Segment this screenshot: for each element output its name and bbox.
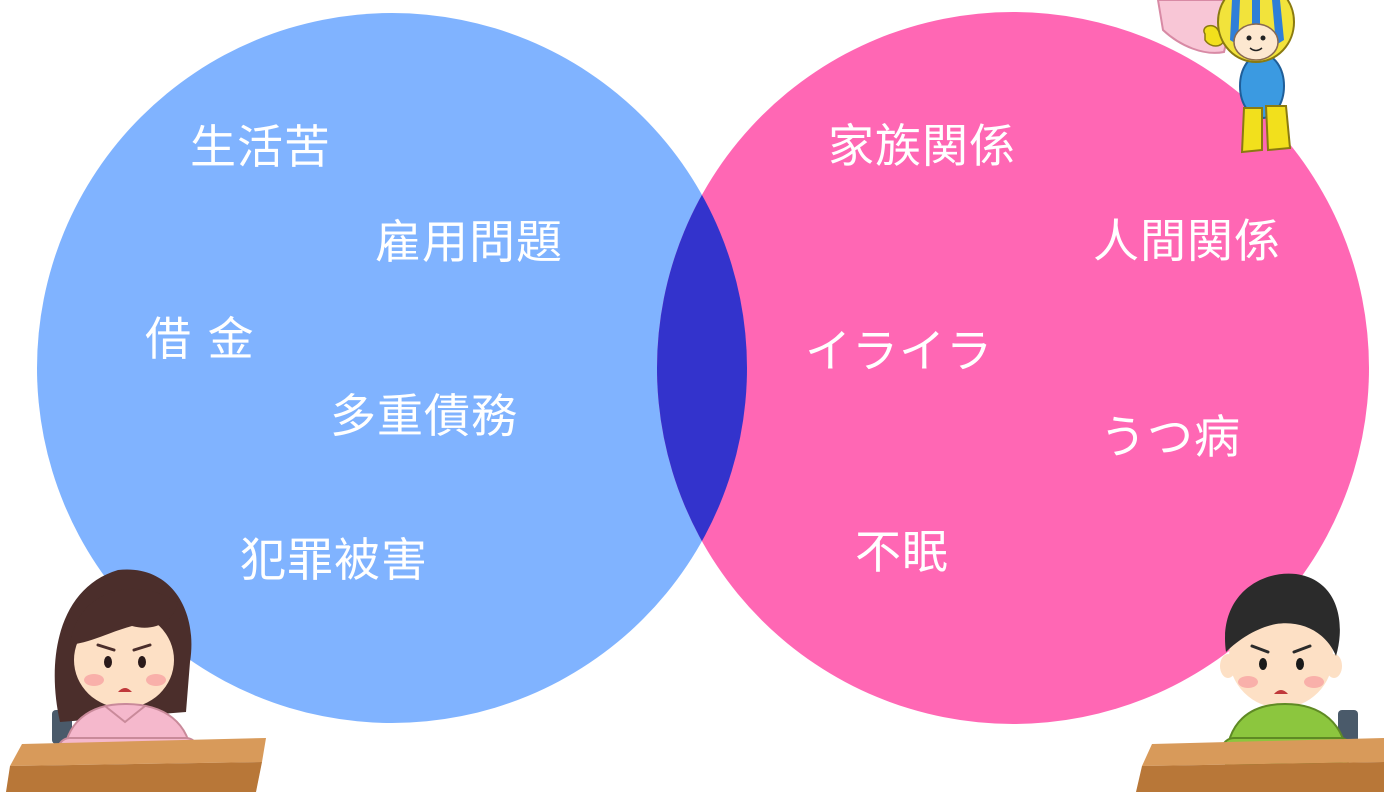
woman-left-eye xyxy=(104,656,112,668)
left-label-employment: 雇用問題 xyxy=(375,215,563,269)
left-circle xyxy=(37,13,747,723)
right-label-insomnia: 不眠 xyxy=(855,525,949,579)
boy-right-eye xyxy=(1296,658,1304,670)
boy-hair xyxy=(1225,573,1340,656)
left-label-debt: 借 金 xyxy=(145,312,255,366)
boy-chair-back xyxy=(1338,710,1358,744)
woman-collar xyxy=(104,705,146,724)
left-label-living-hardship: 生活苦 xyxy=(190,120,331,174)
left-label-multiple-debt: 多重債務 xyxy=(330,389,518,443)
mascot-left-eye xyxy=(1246,35,1252,41)
woman-left-brow xyxy=(96,643,116,652)
worried-woman-icon xyxy=(6,569,266,792)
worried-boy-icon xyxy=(1136,573,1384,792)
boy-desk-front xyxy=(1136,762,1384,792)
boy-mouth xyxy=(1274,690,1288,694)
left-label-crime-victim: 犯罪被害 xyxy=(240,533,428,587)
mascot-face xyxy=(1233,23,1279,61)
right-label-irritation: イライラ xyxy=(805,324,993,378)
woman-desk-front xyxy=(6,762,262,792)
woman-left-cheek xyxy=(84,674,104,686)
boy-right-brow xyxy=(1292,644,1312,654)
woman-mouth xyxy=(118,688,132,692)
mascot-mouth xyxy=(1249,47,1263,52)
right-label-family: 家族関係 xyxy=(828,119,1016,173)
woman-right-eye xyxy=(138,656,146,668)
right-circle xyxy=(657,12,1369,724)
boy-left-eye xyxy=(1259,658,1267,670)
woman-right-cheek xyxy=(146,674,166,686)
right-label-depression: うつ病 xyxy=(1100,410,1241,464)
woman-bangs xyxy=(70,588,178,645)
boy-left-brow xyxy=(1250,644,1270,654)
mascot-right-boot xyxy=(1264,105,1292,152)
boy-right-cheek xyxy=(1304,676,1324,688)
mascot-left-boot xyxy=(1240,107,1263,154)
mascot-right-eye xyxy=(1260,35,1266,41)
boy-left-cheek xyxy=(1238,676,1258,688)
right-label-relationships: 人間関係 xyxy=(1093,214,1281,268)
woman-right-brow xyxy=(132,643,152,652)
mascot-icon xyxy=(1156,0,1295,154)
boy-desk-top xyxy=(1142,738,1384,766)
woman-desk-top xyxy=(10,738,266,766)
